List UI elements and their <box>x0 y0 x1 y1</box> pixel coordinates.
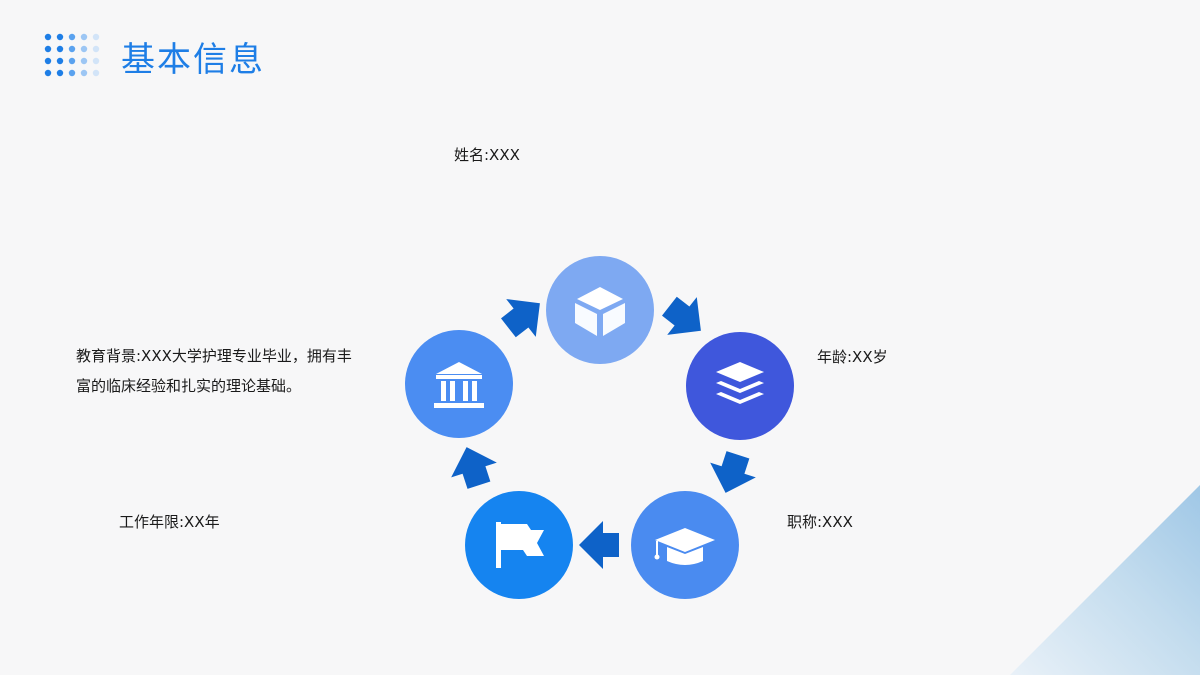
graduation-cap-icon <box>654 528 715 565</box>
arrow-right-icon <box>579 521 619 569</box>
arrow-right-icon <box>493 284 555 347</box>
arrow-right-icon <box>443 439 502 493</box>
node-flag <box>465 491 573 599</box>
arrow-right-icon <box>702 447 761 501</box>
cube-icon <box>575 287 625 336</box>
flag-icon <box>496 522 544 568</box>
page-title: 基本信息 <box>121 40 265 80</box>
node-bank <box>405 330 513 438</box>
bank-icon <box>434 362 484 408</box>
label-education: 教育背景:XXX大学护理专业毕业，拥有丰富的临床经验和扎实的理论基础。 <box>76 347 352 395</box>
node-graduation <box>631 491 739 599</box>
arrow-right-icon <box>654 287 716 350</box>
node-box <box>546 256 654 364</box>
dot-grid-icon <box>44 33 100 77</box>
label-name: 姓名:XXX <box>454 146 520 164</box>
label-work-years: 工作年限:XX年 <box>119 513 220 531</box>
layers-icon <box>716 362 764 404</box>
node-layers <box>686 332 794 440</box>
label-job-title: 职称:XXX <box>787 513 853 531</box>
label-age: 年龄:XX岁 <box>817 348 888 366</box>
corner-decoration <box>1010 485 1200 675</box>
